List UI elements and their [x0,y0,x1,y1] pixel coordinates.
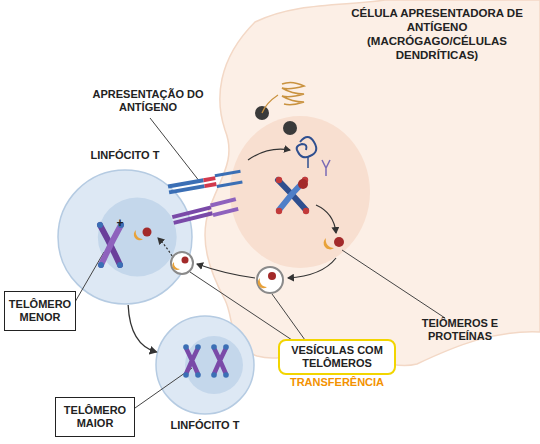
division-arrow [128,305,157,352]
callout-label: TEIÔMEROS E PROTEÍNAS [405,317,515,343]
node-text: TELÔMERO MAIOR [56,401,134,433]
cell-outline [155,315,255,415]
blob-outline [195,0,540,370]
transfer-label: TRANSFERÊNCIA [282,376,392,389]
node-text: VESÍCULAS COM TELÔMEROS [280,341,394,373]
callout-box: TELÔMERO MENOR [4,291,76,331]
node-text: LINFÓCITO T [65,149,185,162]
node-text: TELÔMERO MENOR [5,295,75,327]
plus-sign: + [114,217,126,230]
antigen-presenting-cell: CÉLULA APRESENTADORA DE ANTÍGENO (MACRÓG… [195,0,540,370]
cell-outline [57,169,193,305]
callout-box: TELÔMERO MAIOR [55,397,135,437]
node-text: CÉLULA APRESENTADORA DE ANTÍGENO (MACRÓG… [347,6,527,62]
callout-box: VESÍCULAS COM TELÔMEROS [278,339,396,375]
t-lymphocyte: LINFÓCITO T [155,315,255,415]
t-lymphocyte: LINFÓCITO T [57,169,193,305]
callout-label: APRESENTAÇÃO DO ANTÍGENO [78,88,218,114]
node-text: LINFÓCITO T [145,419,265,432]
